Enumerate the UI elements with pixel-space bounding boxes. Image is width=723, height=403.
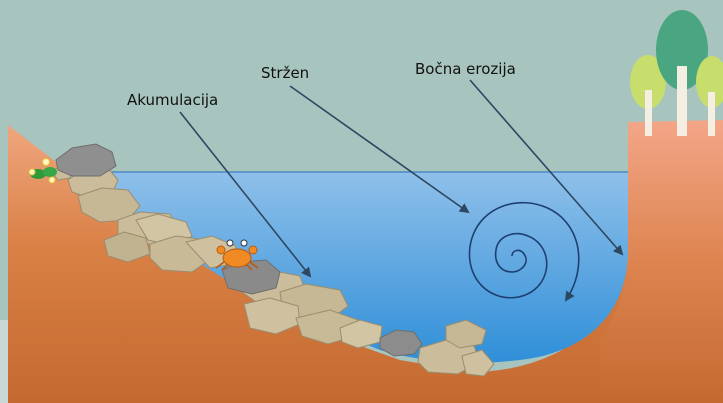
crab-eye [227,240,233,246]
label-strzen: Stržen [261,64,309,82]
crab-claw [217,246,225,254]
tree-trunk [645,90,652,136]
tree-trunk [708,92,715,136]
flower [29,169,35,175]
label-bocna-erozija: Bočna erozija [415,60,516,78]
crab-claw [249,246,257,254]
left-margin [0,320,8,403]
tree-trunk [677,66,687,136]
leaf [43,167,57,177]
label-akumulacija: Akumulacija [127,91,218,109]
flower [49,177,55,183]
flower [43,159,50,166]
crab-eye [241,240,247,246]
